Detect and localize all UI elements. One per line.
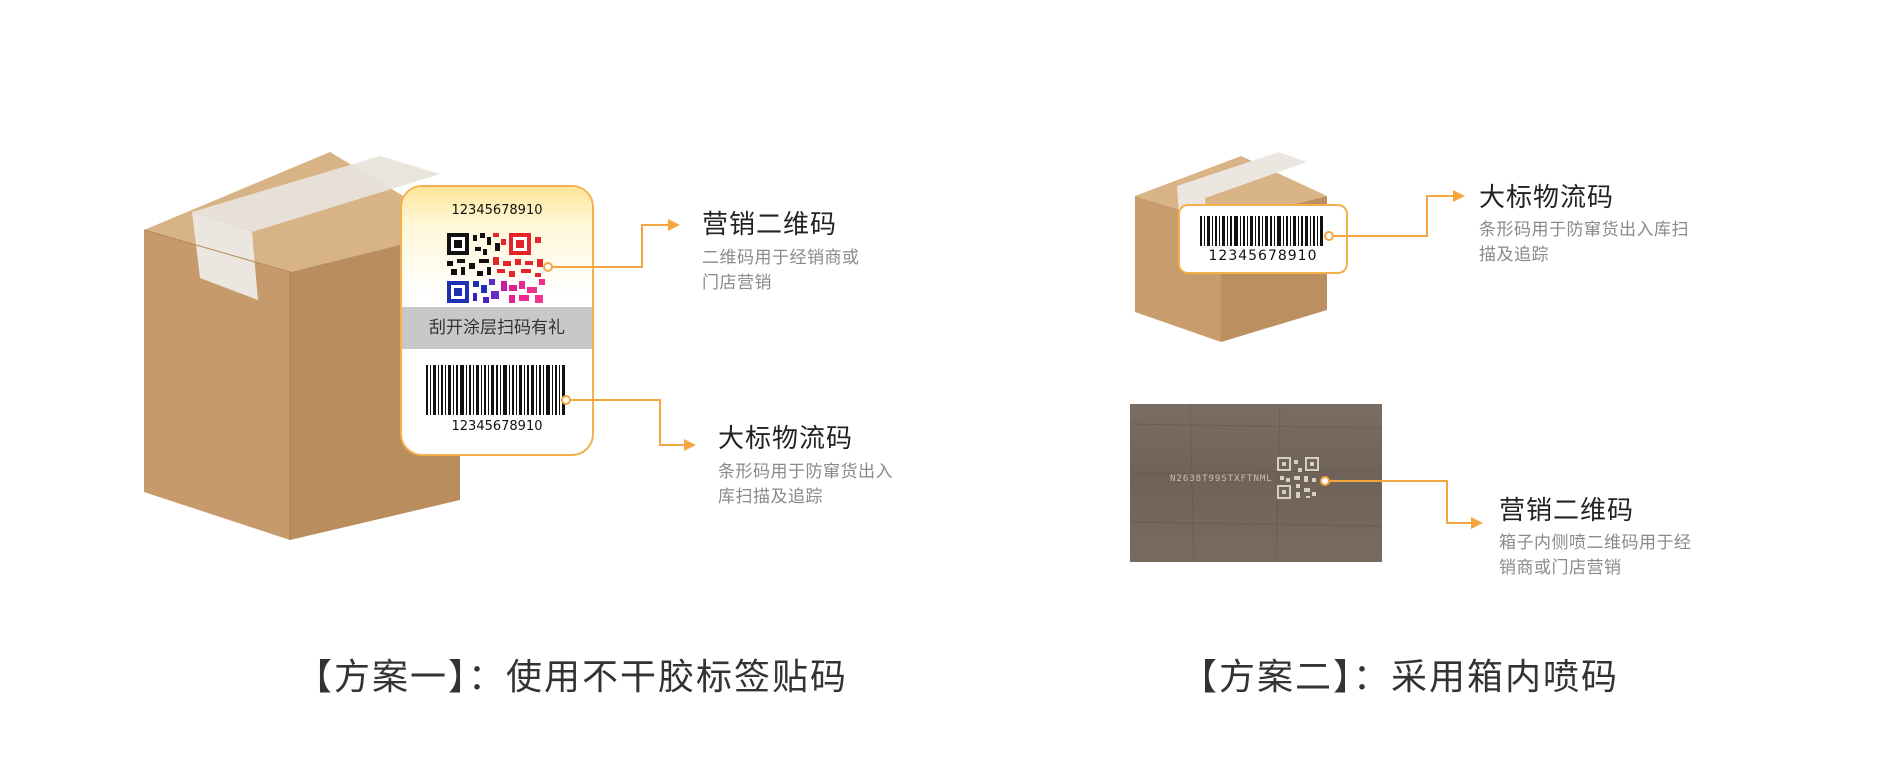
- box-tape-top: [192, 156, 440, 232]
- callout-qr-desc: 箱子内侧喷二维码用于经销商或门店营销: [1499, 533, 1692, 578]
- barcode-icon: [1200, 216, 1323, 246]
- small-label-number: 12345678910: [1208, 248, 1318, 264]
- box-left-face: [144, 230, 290, 540]
- arrow-right-icon: [1453, 190, 1465, 202]
- label-top-number: 12345678910: [451, 203, 543, 218]
- callout-barcode-title: 大标物流码: [1479, 183, 1615, 213]
- scheme-one-caption: 【方案一】：使用不干胶标签贴码: [296, 657, 849, 698]
- box-tape-top: [1177, 152, 1307, 198]
- scratch-coating-strip: 刮开涂层扫码有礼: [402, 307, 592, 349]
- callout-barcode-desc: 条形码用于防窜货出入库扫描及追踪: [718, 462, 893, 507]
- scheme-two-caption: 【方案二】：采用箱内喷码: [1181, 657, 1620, 698]
- callout-barcode-desc: 条形码用于防窜货出入库扫描及追踪: [1479, 220, 1689, 265]
- arrow-right-icon: [684, 439, 696, 451]
- callout-barcode-title: 大标物流码: [718, 424, 854, 454]
- callout-qr-title: 营销二维码: [702, 210, 838, 240]
- callout-qr-title: 营销二维码: [1499, 496, 1635, 526]
- sprayed-code-text: N2638T99STXFTNML: [1170, 474, 1273, 484]
- inner-box-print-photo: N2638T99STXFTNML: [1130, 404, 1382, 562]
- scheme-one: 12345678910 刮开涂层扫码有礼: [143, 152, 893, 698]
- small-label-sticker: 12345678910: [1178, 204, 1348, 274]
- connector-lines: [543, 219, 696, 451]
- label-gradient-band: [402, 187, 592, 297]
- label-bottom-number: 12345678910: [451, 419, 543, 434]
- label-sticker: 12345678910 刮开涂层扫码有礼: [400, 185, 594, 456]
- barcode-icon: [426, 365, 565, 415]
- arrow-right-icon: [668, 219, 680, 231]
- qr-code-icon: [1277, 457, 1319, 499]
- arrow-right-icon: [1471, 517, 1483, 529]
- connector-lines: [1320, 190, 1483, 529]
- callout-qr-desc: 二维码用于经销商或门店营销: [702, 248, 860, 293]
- box-tape-front: [192, 212, 258, 300]
- scheme-two: 12345678910 N2638T99STXFTNML: [951, 0, 1902, 770]
- qr-code-icon: [447, 233, 545, 303]
- cardboard-texture: [1130, 404, 1382, 562]
